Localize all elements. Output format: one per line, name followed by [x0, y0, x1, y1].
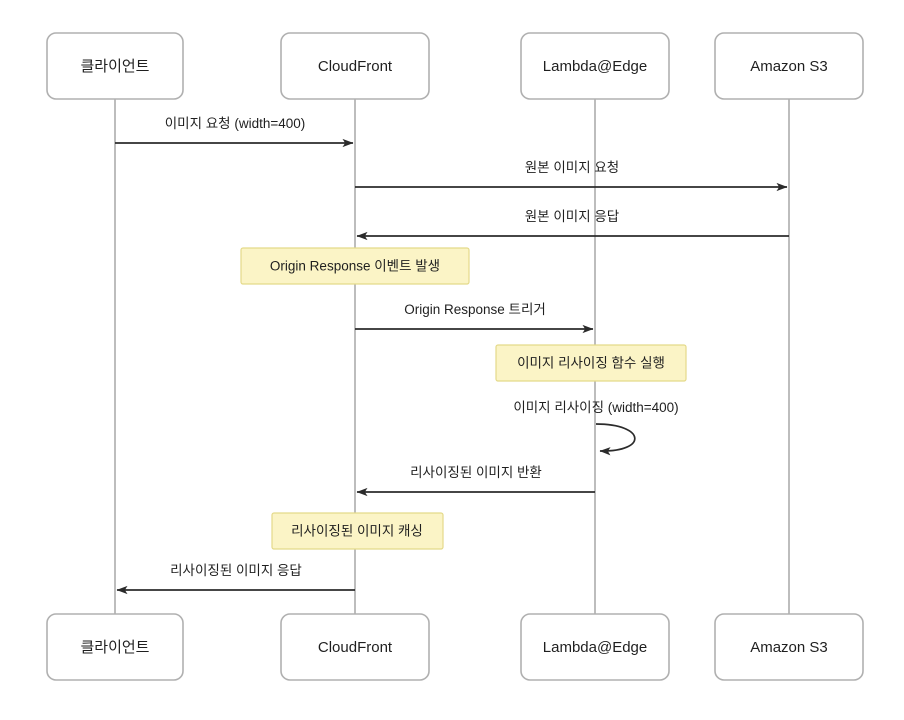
participant-label: CloudFront: [318, 58, 393, 75]
participant-bottom-lambda[interactable]: Lambda@Edge: [520, 613, 670, 681]
note-1-origin-response-event[interactable]: Origin Response 이벤트 발생: [240, 247, 470, 285]
participant-top-s3[interactable]: Amazon S3: [714, 32, 864, 100]
message-5-image-resize-selfloop[interactable]: 이미지 리사이징 (width=400): [513, 400, 679, 456]
message-6-resized-image-return[interactable]: 리사이징된 이미지 반환: [356, 465, 595, 497]
note-3-resized-image-cache[interactable]: 리사이징된 이미지 캐싱: [271, 512, 444, 550]
note-label: 이미지 리사이징 함수 실행: [517, 356, 665, 371]
participant-bottom-cloudfront[interactable]: CloudFront: [280, 613, 430, 681]
participants-top: 클라이언트 CloudFront Lambda@Edge Amazon S3: [46, 32, 864, 100]
message-label: 리사이징된 이미지 반환: [410, 465, 542, 480]
participant-label: Lambda@Edge: [543, 639, 647, 656]
participant-box[interactable]: [46, 32, 184, 100]
message-label: 이미지 리사이징 (width=400): [513, 400, 678, 415]
participant-bottom-client[interactable]: 클라이언트: [46, 613, 184, 681]
message-label: Origin Response 트리거: [404, 302, 546, 317]
message-label: 이미지 요청 (width=400): [165, 116, 306, 131]
participant-box[interactable]: [714, 613, 864, 681]
participant-label: 클라이언트: [80, 639, 149, 656]
message-label: 원본 이미지 요청: [525, 160, 619, 175]
note-box[interactable]: [271, 512, 444, 550]
participant-label: Amazon S3: [750, 58, 828, 75]
participant-top-lambda[interactable]: Lambda@Edge: [520, 32, 670, 100]
participant-label: Amazon S3: [750, 639, 828, 656]
message-2-origin-image-request[interactable]: 원본 이미지 요청: [355, 160, 788, 192]
participant-label: 클라이언트: [80, 58, 149, 75]
selfloop-arrow[interactable]: [595, 423, 636, 456]
participant-bottom-s3[interactable]: Amazon S3: [714, 613, 864, 681]
message-1-image-request[interactable]: 이미지 요청 (width=400): [115, 116, 354, 148]
participant-top-cloudfront[interactable]: CloudFront: [280, 32, 430, 100]
participant-label: CloudFront: [318, 639, 393, 656]
participant-box[interactable]: [714, 32, 864, 100]
message-label: 리사이징된 이미지 응답: [170, 563, 302, 578]
participant-box[interactable]: [520, 613, 670, 681]
note-box[interactable]: [240, 247, 470, 285]
participant-box[interactable]: [280, 32, 430, 100]
message-label: 원본 이미지 응답: [525, 209, 619, 224]
note-2-resize-function-execute[interactable]: 이미지 리사이징 함수 실행: [495, 344, 687, 382]
note-box[interactable]: [495, 344, 687, 382]
participant-box[interactable]: [280, 613, 430, 681]
participants-bottom: 클라이언트 CloudFront Lambda@Edge Amazon S3: [46, 613, 864, 681]
note-label: 리사이징된 이미지 캐싱: [291, 524, 423, 539]
message-7-resized-image-response[interactable]: 리사이징된 이미지 응답: [116, 563, 355, 595]
participant-top-client[interactable]: 클라이언트: [46, 32, 184, 100]
participant-box[interactable]: [520, 32, 670, 100]
lifelines: [114, 99, 790, 614]
message-4-origin-response-trigger[interactable]: Origin Response 트리거: [355, 302, 594, 334]
participant-box[interactable]: [46, 613, 184, 681]
message-3-origin-image-response[interactable]: 원본 이미지 응답: [356, 209, 789, 241]
note-label: Origin Response 이벤트 발생: [270, 259, 440, 274]
participant-label: Lambda@Edge: [543, 58, 647, 75]
